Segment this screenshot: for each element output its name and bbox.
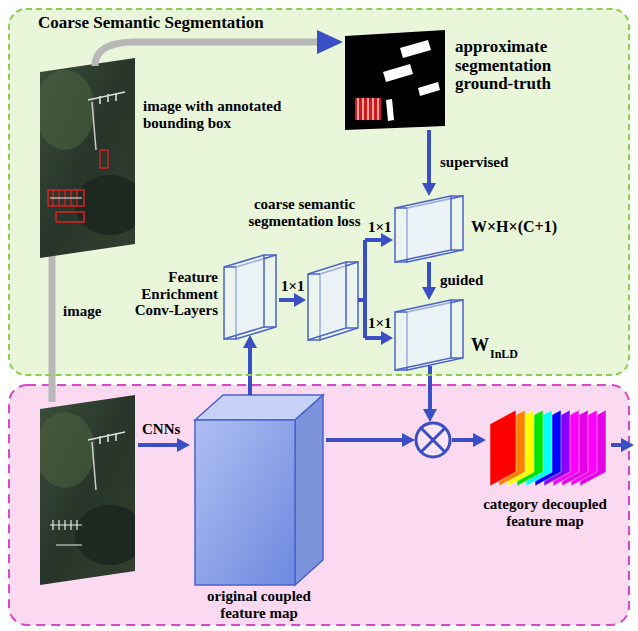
aerial-image xyxy=(35,395,145,585)
arrowhead xyxy=(422,287,436,300)
pier xyxy=(88,432,125,444)
mask-object xyxy=(383,64,413,82)
aerial-details xyxy=(35,412,145,565)
region-fill xyxy=(9,9,629,375)
pier xyxy=(50,198,82,199)
semantic-segmentation-region: image with annotated bounding box approxi… xyxy=(8,8,630,376)
mask-object xyxy=(418,82,440,96)
water xyxy=(75,175,145,235)
image-caption: image with annotated bounding box xyxy=(143,98,303,131)
bounding-box xyxy=(56,212,84,222)
weight-symbol: W xyxy=(471,336,489,356)
arrow-line xyxy=(452,438,474,442)
layer-slab xyxy=(395,300,451,370)
arrowhead xyxy=(422,183,436,196)
operator-cross xyxy=(421,428,445,452)
arrow-line xyxy=(428,366,432,410)
network-label: CNNs xyxy=(142,421,180,438)
aerial-image-annotated xyxy=(35,58,145,258)
image-flow-line xyxy=(49,252,56,402)
arrow-line xyxy=(427,130,431,184)
feature-cube xyxy=(195,395,323,585)
segmentation-mask-picture xyxy=(345,30,445,130)
multiply-symbol xyxy=(416,423,450,457)
arrow-line xyxy=(279,298,295,302)
mask-object xyxy=(358,98,378,120)
arrow-line xyxy=(248,347,252,395)
arrowhead xyxy=(423,409,437,422)
aerial-details xyxy=(35,70,145,235)
weight-symbol: InLD xyxy=(490,348,518,361)
mask-caption: approximate segmentation ground-truth xyxy=(455,38,575,94)
bounding-box xyxy=(100,150,108,168)
arrowhead xyxy=(317,30,343,54)
sheet xyxy=(490,410,516,486)
vegetation xyxy=(35,412,95,488)
layer-slab xyxy=(395,300,463,370)
map-caption: category decoupled feature map xyxy=(470,496,620,529)
layer-slab xyxy=(395,196,451,262)
mask-object xyxy=(386,99,394,121)
vegetation xyxy=(35,70,95,150)
mask-object xyxy=(355,98,381,120)
arrow-line xyxy=(138,443,178,447)
coupled-feature-cube: original coupled feature map xyxy=(195,395,323,585)
arrowhead xyxy=(381,331,393,345)
arrowhead xyxy=(177,438,190,452)
annotated-image: image with annotated bounding box xyxy=(40,58,135,258)
edge-label: supervised xyxy=(440,154,508,171)
pier xyxy=(92,442,96,490)
arrowhead xyxy=(243,335,257,348)
arrowhead xyxy=(402,433,415,447)
layer-caption: Feature Enrichment Conv-Layers xyxy=(106,269,218,319)
feature-layers xyxy=(224,196,463,370)
connector xyxy=(422,262,436,300)
kernel-size: 1×1 xyxy=(368,315,392,332)
feature-enrichment-layers: Feature Enrichment Conv-Layers xyxy=(224,255,276,339)
arrowhead xyxy=(381,233,393,247)
segmentation-mask: approximate segmentation ground-truth xyxy=(345,30,445,130)
arrowhead xyxy=(473,433,486,447)
cube-caption: original coupled feature map xyxy=(190,588,328,621)
pier xyxy=(88,92,125,104)
operator-circle xyxy=(416,423,450,457)
mask-ground xyxy=(345,30,445,130)
connector xyxy=(422,130,436,196)
layer-size: W×H×(C+1) xyxy=(471,218,557,236)
arrow-line xyxy=(427,262,431,288)
cube-face xyxy=(195,420,295,585)
inld-weight-layer: WInLD xyxy=(395,300,463,370)
arrowhead xyxy=(621,438,634,452)
kernel-size: 1×1 xyxy=(281,278,305,295)
decoupled-sheets xyxy=(490,410,606,486)
decoupled-feature-map: category decoupled feature map xyxy=(488,402,610,492)
connector xyxy=(243,335,257,395)
arrowhead xyxy=(294,293,306,307)
pier xyxy=(92,102,96,150)
region-heading: Coarse Semantic Segmentation xyxy=(38,14,264,33)
layer-slab xyxy=(224,255,276,339)
segmentation-output-layer: W×H×(C+1) xyxy=(395,196,463,262)
layer-slab xyxy=(308,262,358,340)
water xyxy=(75,505,145,565)
connector xyxy=(95,30,343,66)
detection-region xyxy=(9,385,629,625)
edge-label: guided xyxy=(440,272,483,289)
input-label: image xyxy=(63,303,101,320)
mask-object xyxy=(400,40,431,58)
loss-label: coarse semantic segmentation loss xyxy=(232,196,377,229)
bounding-box xyxy=(48,190,84,206)
boats xyxy=(50,520,82,545)
layer-slab xyxy=(395,196,463,262)
image-flow-line xyxy=(95,42,319,66)
cube-face xyxy=(295,395,323,585)
kernel-size: 1×1 xyxy=(368,219,392,236)
arrow-line xyxy=(326,438,403,442)
arrow-line xyxy=(611,443,622,447)
